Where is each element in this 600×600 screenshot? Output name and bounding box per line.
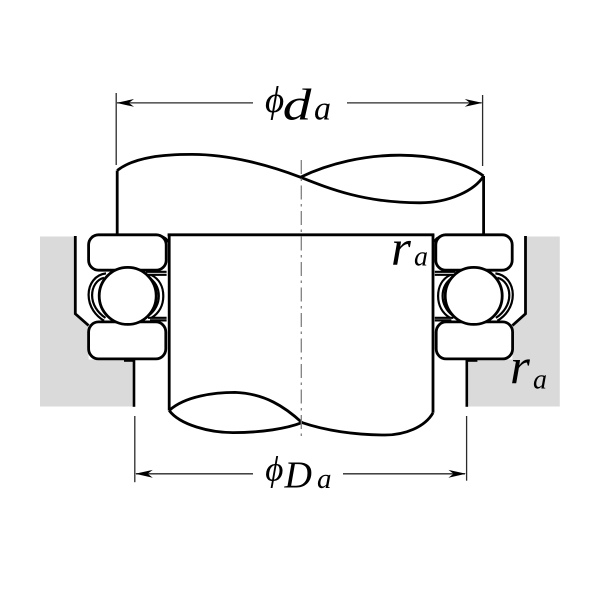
svg-text:r: r bbox=[391, 221, 411, 277]
svg-text:a: a bbox=[314, 91, 331, 128]
svg-text:a: a bbox=[414, 242, 428, 273]
svg-text:a: a bbox=[533, 364, 547, 395]
svg-text:r: r bbox=[510, 340, 530, 396]
svg-text:ϕ: ϕ bbox=[265, 80, 284, 121]
svg-text:D: D bbox=[284, 455, 312, 497]
svg-text:a: a bbox=[317, 463, 332, 495]
svg-text:d: d bbox=[283, 82, 312, 130]
svg-text:ϕ: ϕ bbox=[265, 450, 283, 489]
